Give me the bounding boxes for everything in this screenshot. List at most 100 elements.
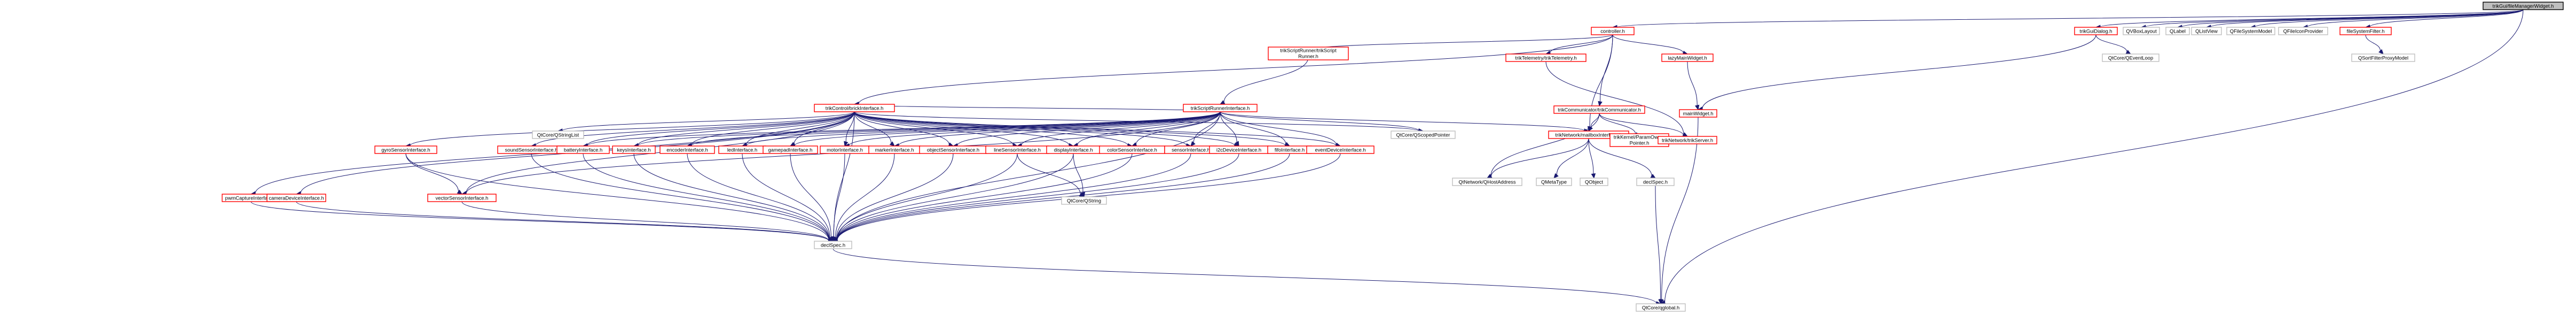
node-qmetatype[interactable]: QMetaType <box>1536 178 1572 186</box>
node-fifo[interactable]: fifoInterface.h <box>1267 145 1312 154</box>
node-telemetry[interactable]: trikTelemetry/trikTelemetry.h <box>1505 53 1587 62</box>
node-box <box>2165 27 2190 35</box>
node-box <box>814 241 852 249</box>
node-scriptrunnerinterface[interactable]: trikScriptRunnerInterface.h <box>1183 104 1258 112</box>
node-label: mainWidget.h <box>1683 111 1714 116</box>
node-label: QSortFilterProxyModel <box>2358 55 2408 60</box>
node-box <box>1306 145 1375 154</box>
node-box <box>2278 27 2328 35</box>
node-label: trikNetwork/trikServer.h <box>1662 137 1713 143</box>
node-pwmcapture[interactable]: pwmCaptureInterface.h <box>222 194 280 202</box>
edge-brickinterface-to-keys <box>633 111 855 148</box>
node-gyro[interactable]: gyroSensorInterface.h <box>374 145 437 154</box>
node-box <box>1679 109 1717 118</box>
node-qlabel[interactable]: QLabel <box>2165 27 2190 35</box>
edge-keys-to-declspec_control <box>633 153 834 242</box>
node-label: QtCore/QString <box>1067 198 1101 203</box>
node-label: motorInterface.h <box>827 147 863 152</box>
node-object[interactable]: objectSensorInterface.h <box>919 145 987 154</box>
node-line[interactable]: lineSensorInterface.h <box>985 145 1049 154</box>
node-label: QtCore/QEventLoop <box>2108 55 2153 60</box>
edge-scriptrunnerinterface-to-qscopedpointer <box>1220 111 1424 133</box>
node-label: trikControl/brickInterface.h <box>826 105 884 111</box>
node-qfileiconprovider[interactable]: QFileIconProvider <box>2278 27 2328 35</box>
node-lazymainwidget[interactable]: lazyMainWidget.h <box>1661 53 1714 62</box>
node-label: QFileIconProvider <box>2283 28 2323 34</box>
node-label: QFileSystemModel <box>2230 28 2272 34</box>
edge-trikGuiDialog-to-qeventloop <box>2095 34 2132 55</box>
node-gamepad[interactable]: gamepadInterface.h <box>763 145 818 154</box>
edge-root-to-qlabel <box>2177 9 2524 29</box>
node-box <box>266 194 326 202</box>
edge-controller-to-mailboxinterface <box>1587 34 1613 132</box>
node-label: cameraDeviceInterface.h <box>269 195 324 201</box>
node-label: colorSensorInterface.h <box>1107 147 1157 152</box>
node-trikserver[interactable]: trikNetwork/trikServer.h <box>1658 136 1717 144</box>
node-label: markerInterface.h <box>875 147 914 152</box>
node-declspec_control[interactable]: declSpec.h <box>814 241 852 249</box>
node-qhostaddress[interactable]: QtNetwork/QHostAddress <box>1452 178 1522 186</box>
node-box <box>1391 130 1456 139</box>
edge-sensor-to-declspec_control <box>832 153 1191 243</box>
node-qobject[interactable]: QObject <box>1580 178 1608 186</box>
node-root: trikGui/fileManagerWidget.h <box>2483 2 2564 10</box>
node-box <box>2191 27 2222 35</box>
node-marker[interactable]: markerInterface.h <box>868 145 921 154</box>
node-qeventloop[interactable]: QtCore/QEventLoop <box>2102 53 2159 62</box>
node-declspec_network[interactable]: declSpec.h <box>1636 178 1675 186</box>
node-label: controller.h <box>1600 28 1624 34</box>
node-box <box>1268 47 1349 60</box>
node-qstringlist[interactable]: QtCore/QStringList <box>532 130 584 139</box>
node-label: QLabel <box>2170 28 2186 34</box>
node-camera[interactable]: cameraDeviceInterface.h <box>266 194 326 202</box>
node-box <box>1505 53 1587 62</box>
node-label: declSpec.h <box>1643 179 1668 185</box>
node-event[interactable]: eventDeviceInterface.h <box>1306 145 1375 154</box>
node-qstring[interactable]: QtCore/QString <box>1061 196 1107 205</box>
node-label: encoderInterface.h <box>666 147 708 152</box>
node-communicator[interactable]: trikCommunicator/trikCommunicator.h <box>1553 105 1645 114</box>
edge-pwmcapture-to-declspec_control <box>250 201 834 243</box>
node-motor[interactable]: motorInterface.h <box>820 145 870 154</box>
node-vector[interactable]: vectorSensorInterface.h <box>427 194 497 202</box>
node-controller[interactable]: controller.h <box>1591 27 1635 35</box>
node-label: ledInterface.h <box>727 147 757 152</box>
node-mainwidget[interactable]: mainWidget.h <box>1679 109 1717 118</box>
edge-display-to-declspec_control <box>832 153 1074 242</box>
node-box <box>1536 178 1572 186</box>
node-trikGuiDialog[interactable]: trikGuiDialog.h <box>2074 27 2118 35</box>
node-encoder[interactable]: encoderInterface.h <box>659 145 715 154</box>
node-box <box>814 104 895 112</box>
node-battery[interactable]: batteryInterface.h <box>556 145 610 154</box>
node-qsortfilterproxymodel[interactable]: QSortFilterProxyModel <box>2351 53 2415 62</box>
node-filesystemfilter[interactable]: fileSystemFilter.h <box>2339 27 2392 35</box>
node-label: pwmCaptureInterface.h <box>225 195 277 201</box>
node-qvboxlayout[interactable]: QVBoxLayout <box>2123 27 2160 35</box>
node-color[interactable]: colorSensorInterface.h <box>1099 145 1165 154</box>
node-i2c[interactable]: i2cDeviceInterface.h <box>1209 145 1269 154</box>
node-qscopedpointer[interactable]: QtCore/QScopedPointer <box>1391 130 1456 139</box>
node-keys[interactable]: keysInterface.h <box>612 145 656 154</box>
edge-mailboxinterface-to-qobject <box>1588 138 1596 179</box>
node-box <box>374 145 437 154</box>
node-box <box>1183 104 1258 112</box>
node-qlistview[interactable]: QListView <box>2191 27 2222 35</box>
node-label: QtCore/QStringList <box>537 132 579 137</box>
node-label: lineSensorInterface.h <box>994 147 1041 152</box>
node-brickinterface[interactable]: trikControl/brickInterface.h <box>814 104 895 112</box>
node-display[interactable]: displayInterface.h <box>1046 145 1101 154</box>
node-qglobal[interactable]: QtCore/qglobal.h <box>1636 303 1686 312</box>
node-box <box>556 145 610 154</box>
node-led[interactable]: ledInterface.h <box>718 145 766 154</box>
edge-display-to-qstring <box>1073 153 1086 198</box>
edge-controller-to-lazymainwidget <box>1612 34 1688 56</box>
edge-gyro-to-vector <box>405 153 463 195</box>
node-label: trikNetwork/mailboxInterface.h <box>1555 132 1622 137</box>
edge-scriptrunnerinterface-to-brickinterface <box>853 102 1221 112</box>
node-sound[interactable]: soundSensorInterface.h <box>497 145 566 154</box>
node-qfilesystemmodel[interactable]: QFileSystemModel <box>2226 27 2275 35</box>
